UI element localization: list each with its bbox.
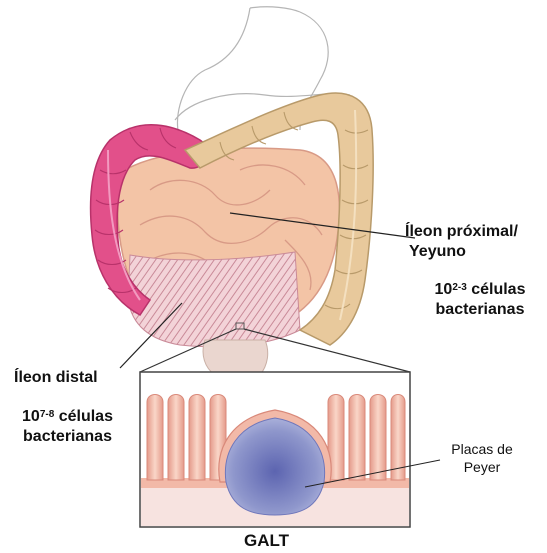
distal-count-exp: 7-8 [40, 409, 54, 420]
proximal-count-unit: células [467, 281, 526, 298]
inset-panel [140, 372, 440, 527]
peyer-patch-label: Placas de Peyer [432, 440, 532, 476]
proximal-count-line2: bacterianas [420, 300, 540, 320]
distal-count-unit: células [54, 408, 113, 425]
peyer-line1: Placas de [432, 440, 532, 458]
proximal-title-line2: Yeyuno [405, 242, 518, 262]
galt-label: GALT [244, 531, 289, 551]
proximal-count-base: 10 [435, 281, 453, 298]
proximal-count-exp: 2-3 [452, 282, 466, 293]
distal-count-line2: bacterianas [10, 427, 125, 447]
proximal-ileum-label: Íleon próximal/ Yeyuno [405, 222, 518, 262]
distal-count-label: 107-8 células bacterianas [10, 407, 125, 447]
rectum [203, 340, 268, 375]
galt-text: GALT [244, 531, 289, 550]
proximal-count-label: 102-3 células bacterianas [420, 280, 540, 320]
distal-ileum-label: Íleon distal [14, 368, 98, 388]
distal-count-base: 10 [22, 408, 40, 425]
peyer-line2: Peyer [432, 458, 532, 476]
distal-title: Íleon distal [14, 369, 98, 386]
proximal-title-line1: Íleon próximal/ [405, 222, 518, 242]
